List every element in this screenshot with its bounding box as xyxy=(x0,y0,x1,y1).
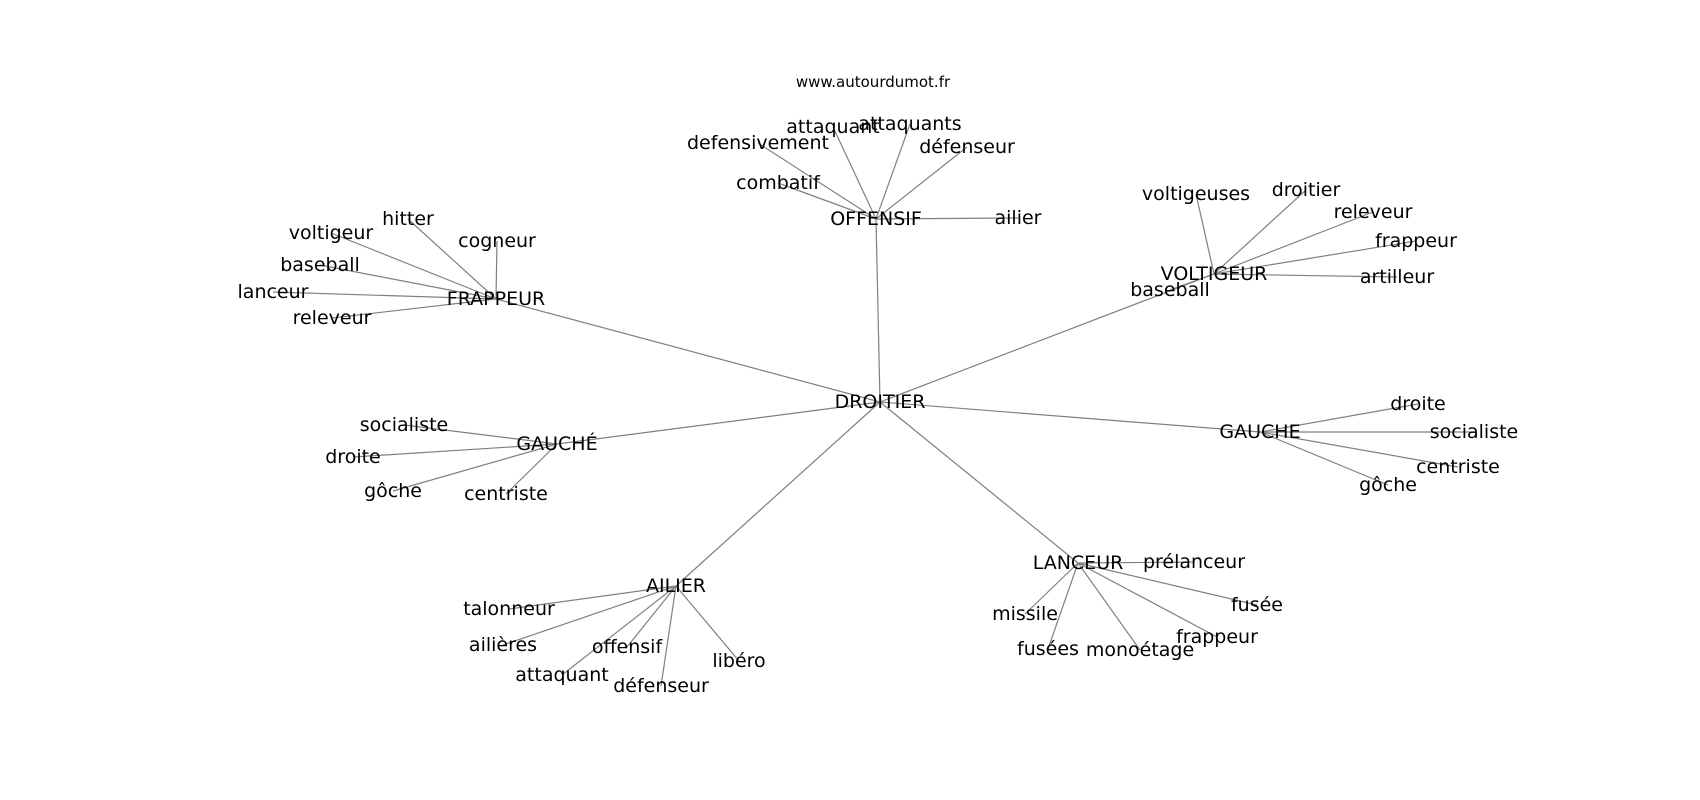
word-node-label: gôche xyxy=(364,480,422,502)
word-node-label: socialiste xyxy=(1430,421,1519,443)
edge-center-to-hub xyxy=(875,218,881,403)
word-node-label: prélanceur xyxy=(1143,551,1245,573)
edge-hub-to-word xyxy=(875,146,968,220)
edge-hub-to-word xyxy=(331,298,497,319)
word-node-label: ailier xyxy=(995,207,1042,229)
hub-node-label: OFFENSIF xyxy=(830,208,922,230)
hub-node-label: VOLTIGEUR xyxy=(1161,263,1268,285)
edge-hub-to-word xyxy=(403,424,558,445)
edge-hub-to-word xyxy=(660,585,677,687)
edge-hub-to-word xyxy=(675,585,740,662)
edge-hub-to-word xyxy=(832,126,877,220)
word-node-label: défenseur xyxy=(919,136,1015,158)
edge-hub-to-word xyxy=(505,443,558,495)
word-node-label: défenseur xyxy=(613,675,709,697)
word-node-label: lanceur xyxy=(238,281,309,303)
word-node-label: attaquant xyxy=(786,116,879,138)
edge-center-to-hub xyxy=(675,401,881,587)
word-node-label: libéro xyxy=(712,650,765,672)
edge-center-to-hub xyxy=(879,273,1215,403)
word-node-label: socialiste xyxy=(360,414,449,436)
word-node-label: cogneur xyxy=(458,230,536,252)
edge-hub-to-word xyxy=(1169,273,1215,291)
word-node-label: centriste xyxy=(464,483,548,505)
edge-hub-to-word xyxy=(1195,193,1215,275)
edge-hub-to-word xyxy=(1259,431,1459,468)
word-node-label: defensivement xyxy=(687,132,829,154)
hub-node-label: AILIER xyxy=(646,575,706,597)
edge-hub-to-word xyxy=(1213,189,1307,275)
edge-hub-to-word xyxy=(1259,403,1419,433)
word-node-label: gôche xyxy=(1359,474,1417,496)
word-node-label: frappeur xyxy=(1176,626,1258,648)
edge-hub-to-word xyxy=(352,443,558,458)
word-node-label: artilleur xyxy=(1360,266,1434,288)
word-node-label: hitter xyxy=(382,208,434,230)
word-node-label: centriste xyxy=(1416,456,1500,478)
edge-hub-to-word xyxy=(561,585,677,676)
edge-center-to-hub xyxy=(879,401,1261,433)
edge-hub-to-word xyxy=(495,240,498,300)
edge-hub-to-word xyxy=(875,123,911,220)
word-node-label: droite xyxy=(1390,393,1446,415)
edge-hub-to-word xyxy=(330,232,497,300)
word-node-label: combatif xyxy=(736,172,821,194)
word-node-label: offensif xyxy=(592,636,664,658)
word-node-label: releveur xyxy=(293,307,372,329)
hub-node-label: FRAPPEUR xyxy=(447,288,545,310)
word-node-label: missile xyxy=(992,603,1058,625)
word-node-label: voltigeur xyxy=(289,222,374,244)
edge-hub-to-word xyxy=(1213,273,1398,278)
edge-center-to-hub xyxy=(879,401,1079,564)
edge-hub-to-word xyxy=(777,182,877,220)
word-node-label: releveur xyxy=(1334,201,1413,223)
center-node-label: DROITIER xyxy=(835,391,926,413)
hub-node-label: GAUCHÉ xyxy=(516,432,597,455)
hub-node-label: LANCEUR xyxy=(1033,552,1124,574)
word-node-label: frappeur xyxy=(1375,230,1457,252)
word-node-label: attaquant xyxy=(515,664,608,686)
word-node-label: talonneur xyxy=(463,598,555,620)
edge-hub-to-word xyxy=(1259,431,1389,486)
site-url-label: www.autourdumot.fr xyxy=(796,73,951,91)
graph-labels: www.autourdumot.fr DROITIER OFFENSIF attaq… xyxy=(238,73,1519,697)
word-node-label: baseball xyxy=(1130,279,1210,301)
word-node-label: fusées xyxy=(1017,638,1079,660)
word-node-label: droite xyxy=(325,446,381,468)
edge-hub-to-word xyxy=(1077,561,1195,564)
word-node-label: fusée xyxy=(1231,594,1283,616)
word-node-label: ailières xyxy=(469,634,537,656)
edge-hub-to-word xyxy=(1024,562,1079,615)
word-node-label: baseball xyxy=(280,254,360,276)
word-node-label: attaquants xyxy=(858,113,961,135)
edge-hub-to-word xyxy=(319,264,497,300)
edge-hub-to-word xyxy=(1077,562,1141,651)
edge-hub-to-word xyxy=(502,585,677,646)
word-node-label: monoétage xyxy=(1086,639,1194,661)
edge-center-to-hub xyxy=(556,401,881,445)
edge-hub-to-word xyxy=(1077,562,1218,638)
edge-hub-to-word xyxy=(272,291,497,300)
edge-hub-to-word xyxy=(1047,562,1079,650)
edge-hub-to-word xyxy=(1213,240,1417,275)
word-node-label: voltigeuses xyxy=(1142,183,1250,205)
graph-edges xyxy=(272,123,1474,687)
edge-hub-to-word xyxy=(757,142,877,220)
edge-center-to-hub xyxy=(495,298,881,403)
edge-hub-to-word xyxy=(392,443,558,492)
word-node-label: droitier xyxy=(1272,179,1341,201)
edge-hub-to-word xyxy=(875,217,1019,220)
edge-hub-to-word xyxy=(626,585,677,648)
edge-hub-to-word xyxy=(508,585,677,610)
edge-hub-to-word xyxy=(1213,211,1374,275)
edge-hub-to-word xyxy=(407,218,497,300)
hub-node-label: GAUCHE xyxy=(1219,421,1300,443)
edge-hub-to-word xyxy=(1077,562,1258,606)
